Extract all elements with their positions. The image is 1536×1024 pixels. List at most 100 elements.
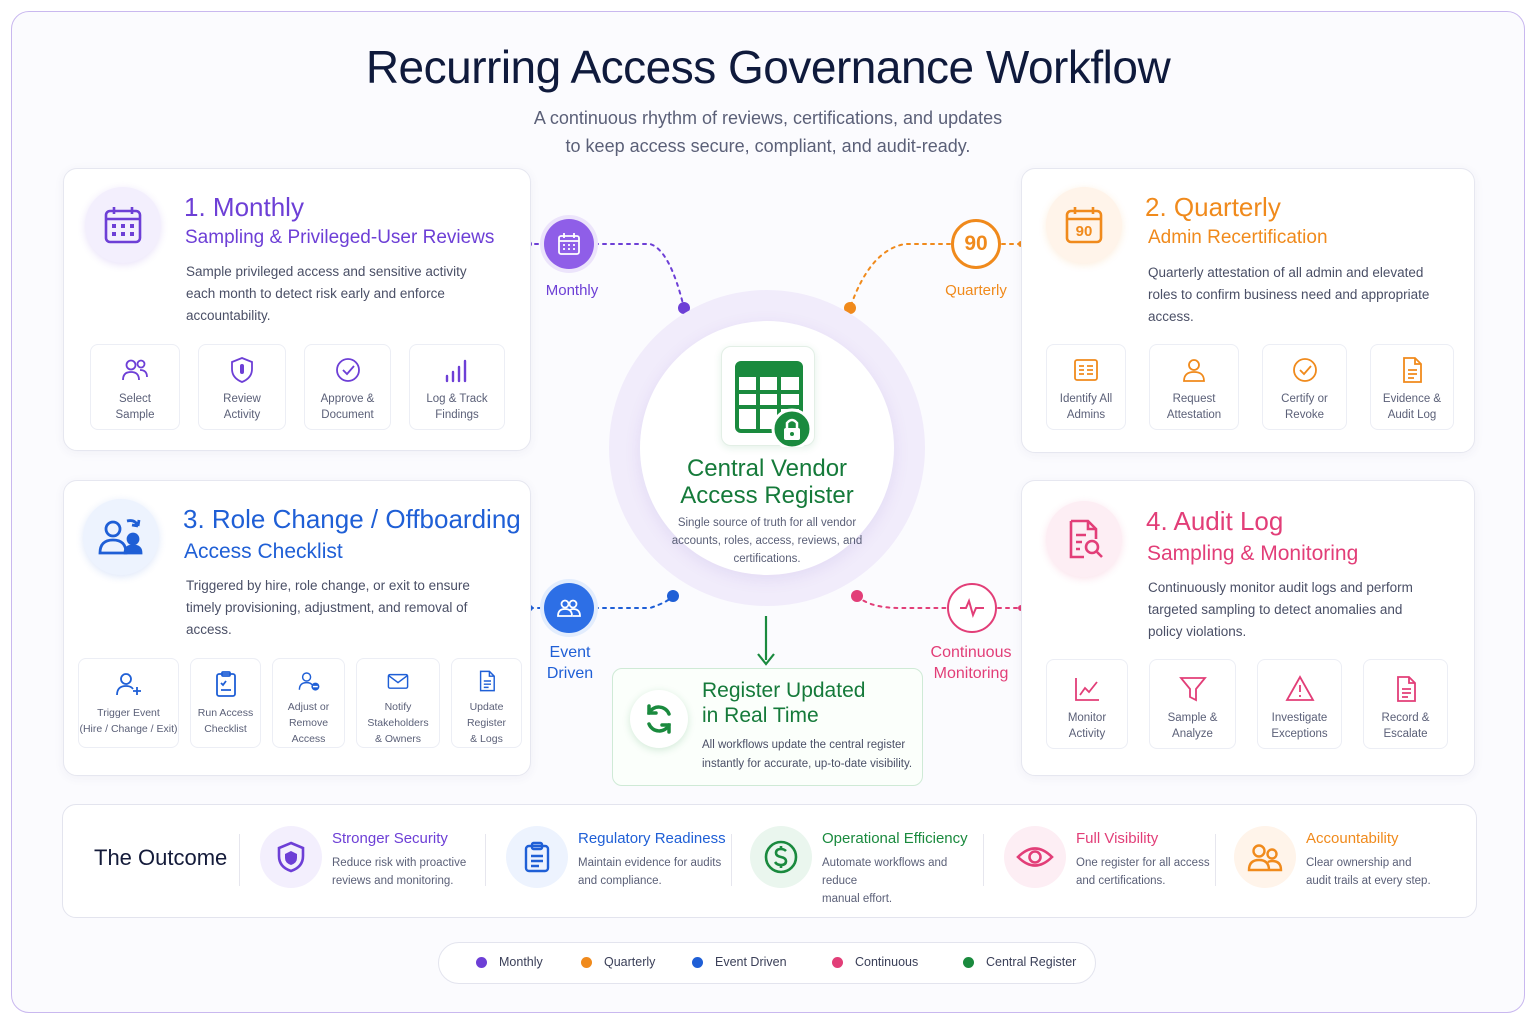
event-title: 3. Role Change / Offboarding xyxy=(183,504,521,534)
step-approve-document[interactable]: Approve & Document xyxy=(304,344,391,430)
monthly-description: Sample privileged access and sensitive a… xyxy=(186,264,467,323)
event-description: Triggered by hire, role change, or exit … xyxy=(186,578,470,637)
register-title-line: in Real Time xyxy=(702,704,819,727)
register-updated-description: All workflows update the central registe… xyxy=(702,736,912,774)
step-review-activity[interactable]: Review Activity xyxy=(198,344,286,430)
event-subtitle: Access Checklist xyxy=(184,540,343,563)
subtitle-line: to keep access secure, compliant, and au… xyxy=(565,136,971,156)
step-request-attestation[interactable]: Request Attestation xyxy=(1149,344,1239,430)
monthly-subtitle: Sampling & Privileged-User Reviews xyxy=(185,227,495,248)
step-label: Adjust or Remove Access xyxy=(287,701,330,745)
step-label: Investigate Exceptions xyxy=(1271,712,1328,740)
calendar-90-icon: 90 xyxy=(1046,187,1122,263)
legend-label: Event Driven xyxy=(715,955,787,969)
outcome-title: Stronger Security xyxy=(332,830,448,847)
legend xyxy=(438,942,1096,984)
register-title-line: Register Updated xyxy=(702,679,866,702)
event-joint xyxy=(667,590,679,602)
audit-subtitle: Sampling & Monitoring xyxy=(1147,542,1359,565)
step-label: Update Register & Logs xyxy=(466,701,507,745)
subtitle-line: A continuous rhythm of reviews, certific… xyxy=(533,108,1003,128)
step-evidence-audit-log[interactable]: Evidence & Audit Log xyxy=(1370,344,1454,430)
continuous-node xyxy=(947,583,997,633)
quarterly-description: Quarterly attestation of all admin and e… xyxy=(1148,265,1430,324)
legend-item-monthly: Monthly xyxy=(476,955,543,969)
line-chart-icon xyxy=(1075,678,1099,701)
outcome-regulatory-readiness: Regulatory Readiness Maintain evidence f… xyxy=(506,826,726,892)
outcome-operational-efficiency: Operational Efficiency Automate workflow… xyxy=(750,826,976,905)
continuous-joint xyxy=(851,590,863,602)
user-swap-icon xyxy=(83,499,159,575)
spreadsheet-lock-icon xyxy=(721,346,815,450)
list-icon xyxy=(1074,359,1098,381)
divider xyxy=(485,834,486,886)
outcome-title: Full Visibility xyxy=(1076,830,1159,847)
step-investigate[interactable]: Investigate Exceptions xyxy=(1257,659,1342,749)
step-run-checklist[interactable]: Run Access Checklist xyxy=(190,658,261,748)
step-select-sample[interactable]: Select Sample xyxy=(90,344,180,430)
event-node-label: Event Driven xyxy=(546,644,594,682)
step-update-register[interactable]: Update Register & Logs xyxy=(451,658,522,748)
step-adjust-remove[interactable]: Adjust or Remove Access xyxy=(272,658,345,748)
outcome-stronger-security: Stronger Security Reduce risk with proac… xyxy=(260,826,480,892)
monthly-title: 1. Monthly xyxy=(184,192,304,222)
divider xyxy=(983,834,984,886)
bar-chart-icon xyxy=(445,359,467,383)
step-notify-stakeholders[interactable]: Notify Stakeholders & Owners xyxy=(356,658,440,748)
step-sample-analyze[interactable]: Sample & Analyze xyxy=(1149,659,1236,749)
step-record-escalate[interactable]: Record & Escalate xyxy=(1363,659,1448,749)
outcome-description: Maintain evidence for audits and complia… xyxy=(578,857,722,887)
quarterly-steps: Identify All Admins Request Attestation … xyxy=(1046,344,1454,430)
legend-dot xyxy=(476,956,487,968)
quarterly-title: 2. Quarterly xyxy=(1145,192,1281,222)
step-log-track[interactable]: Log & Track Findings xyxy=(409,344,505,430)
step-identify-admins[interactable]: Identify All Admins xyxy=(1046,344,1126,430)
event-connector xyxy=(594,595,674,609)
calendar-icon xyxy=(558,233,580,255)
monthly-connector xyxy=(594,243,685,309)
step-label: Monitor Activity xyxy=(1067,712,1107,740)
monthly-steps: Select Sample Review Activity Approve & … xyxy=(90,344,505,430)
clipboard-icon xyxy=(215,671,236,697)
quarterly-node: 90 xyxy=(951,219,1001,269)
legend-label: Continuous xyxy=(855,955,919,969)
quarterly-connector xyxy=(849,243,951,309)
quarterly-node-label: Quarterly xyxy=(945,282,1007,299)
step-certify-revoke[interactable]: Certify or Revoke xyxy=(1262,344,1347,430)
calendar-icon xyxy=(85,187,161,263)
legend-dot xyxy=(832,956,843,968)
quarterly-node-number: 90 xyxy=(964,232,988,255)
register-updated-card xyxy=(612,668,923,786)
step-label: Identify All Admins xyxy=(1059,393,1113,421)
page-subtitle: A continuous rhythm of reviews, certific… xyxy=(418,104,1118,160)
outcome-description: Clear ownership and audit trails at ever… xyxy=(1306,857,1431,887)
refresh-icon xyxy=(630,690,688,748)
legend-item-continuous: Continuous xyxy=(832,955,918,969)
legend-dot xyxy=(692,956,703,968)
step-label: Run Access Checklist xyxy=(197,707,254,735)
document-icon xyxy=(479,670,495,692)
outcome-heading: The Outcome xyxy=(94,845,228,870)
register-desc-line: All workflows update the central registe… xyxy=(702,739,906,751)
warning-icon xyxy=(1284,675,1315,701)
user-minus-icon xyxy=(298,672,319,691)
step-label: Sample & Analyze xyxy=(1167,712,1218,740)
divider xyxy=(239,834,240,886)
users-icon xyxy=(557,599,581,617)
divider xyxy=(1215,834,1216,886)
step-label: Request Attestation xyxy=(1166,393,1222,421)
legend-label: Monthly xyxy=(499,955,543,969)
monthly-node-label: Monthly xyxy=(545,282,599,299)
users-icon xyxy=(1234,826,1296,888)
users-icon xyxy=(122,359,148,381)
center-title: Central Vendor Access Register xyxy=(680,455,854,509)
outcome-full-visibility: Full Visibility One register for all acc… xyxy=(1004,826,1214,892)
step-trigger-event[interactable]: Trigger Event (Hire / Change / Exit) xyxy=(78,658,179,748)
monthly-node xyxy=(544,219,594,269)
event-node xyxy=(544,583,594,633)
outcome-title: Operational Efficiency xyxy=(822,830,968,847)
down-arrow-head xyxy=(757,653,775,666)
outcome-accountability: Accountability Clear ownership and audit… xyxy=(1234,826,1464,892)
step-monitor-activity[interactable]: Monitor Activity xyxy=(1046,659,1128,749)
dollar-icon xyxy=(750,826,812,888)
